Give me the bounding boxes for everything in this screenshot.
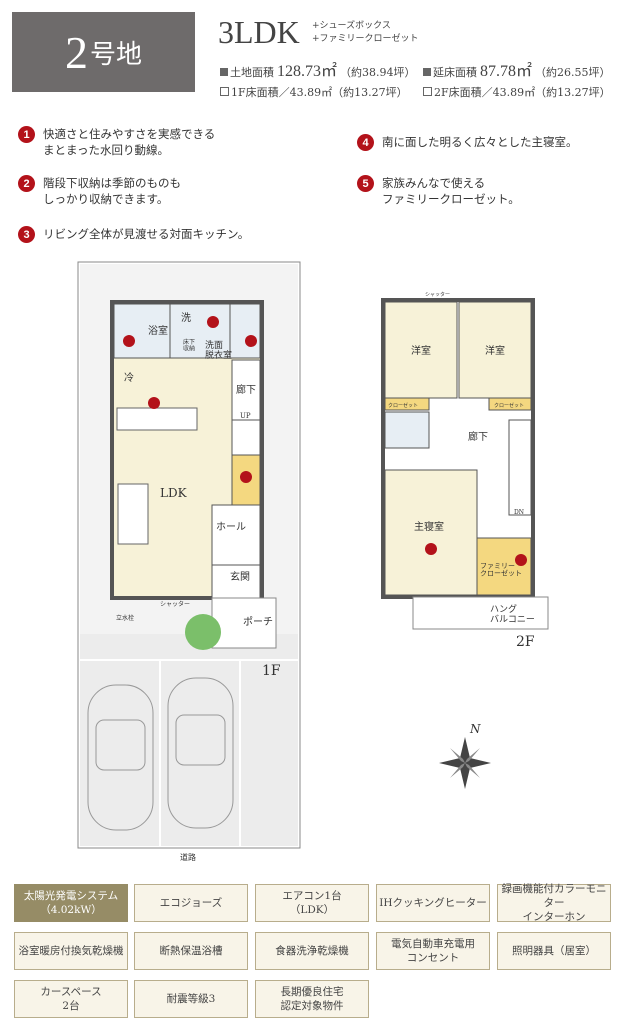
equipment-tag: 食器洗浄乾燥機 xyxy=(255,932,369,970)
room-entrance: 玄関 xyxy=(230,570,250,583)
master-bedroom xyxy=(384,469,478,596)
feature-text: リビング全体が見渡せる対面キッチン。 xyxy=(43,227,250,241)
equipment-tag: カースペース 2台 xyxy=(14,980,128,1018)
floor-area-label: 延床面積 xyxy=(433,66,477,79)
stairs-2f xyxy=(508,419,532,516)
room-hang-balcony: ハングバルコニー xyxy=(490,603,535,625)
floor1-label: 1F xyxy=(262,663,281,679)
land-area-tsubo: （約38.94坪） xyxy=(340,66,416,79)
room-bath: 浴室 xyxy=(148,324,168,337)
feature-item: 5 家族みんなで使える ファミリークローゼット。 xyxy=(357,175,520,207)
equipment-tag: 断熱保温浴槽 xyxy=(134,932,248,970)
western-room-2 xyxy=(458,301,532,399)
compass-north-label: N xyxy=(469,722,481,736)
compass-rose-icon: N xyxy=(439,722,491,789)
room-hall: 廊下 xyxy=(236,383,256,396)
porch-label: ポーチ xyxy=(243,616,273,628)
feature-text: 快適さと住みやすさを実感できる まとまった水回り動線。 xyxy=(43,127,216,157)
feature-item: 2 階段下収納は季節のものも しっかり収納できます。 xyxy=(18,175,181,207)
feature-item: 4 南に面した明るく広々とした主寝室。 xyxy=(357,134,578,151)
feature-item: 1 快適さと住みやすさを実感できる まとまった水回り動線。 xyxy=(18,126,215,158)
family-closet xyxy=(476,537,532,596)
room-wash: 洗 xyxy=(181,312,191,324)
road-label: 道路 xyxy=(180,852,196,862)
closet-1-label: クローゼット xyxy=(388,402,418,409)
room-ldk: LDK xyxy=(160,486,188,500)
western-room-1 xyxy=(384,301,458,399)
closet-2-label: クローゼット xyxy=(494,402,524,409)
toilet-room xyxy=(229,303,261,359)
room-master: 主寝室 xyxy=(414,520,444,533)
layout-extras: +シューズボックス +ファミリークローゼット xyxy=(312,20,419,46)
underfloor-storage-label: 床下収納 xyxy=(183,338,195,353)
equipment-tag: 太陽光発電システム （4.02kW） xyxy=(14,884,128,922)
floor-plan: 浴室 洗 洗面脱衣室 床下収納 冷 廊下 UP LDK ホール 玄関 ポーチ シ… xyxy=(77,261,549,862)
porch xyxy=(211,597,277,649)
room-hall-2f: 廊下 xyxy=(468,430,488,443)
feature-number-badge: 3 xyxy=(18,226,35,243)
land-area-label: 土地面積 xyxy=(230,66,274,79)
equipment-tag: 電気自動車充電用 コンセント xyxy=(376,932,490,970)
stairs xyxy=(231,419,261,461)
faucet-label: 立水栓 xyxy=(116,614,134,622)
feature-text: 階段下収納は季節のものも しっかり収納できます。 xyxy=(43,176,181,206)
parking-area xyxy=(80,634,298,846)
shutter-2f-label: シャッター xyxy=(425,291,450,298)
feature-text: 家族みんなで使える ファミリークローゼット。 xyxy=(382,176,520,206)
room-washroom: 洗面脱衣室 xyxy=(205,339,232,361)
car-icon xyxy=(87,677,234,831)
lot-suffix: 号地 xyxy=(89,39,142,70)
equipment-tag: IHクッキングヒーター xyxy=(376,884,490,922)
stairs-up-label: UP xyxy=(240,412,251,420)
room-western-1: 洋室 xyxy=(411,344,431,357)
equipment-tag: 録画機能付カラーモニター インターホン xyxy=(497,883,611,923)
sofa xyxy=(117,483,149,545)
room-hole: ホール xyxy=(216,521,246,533)
layout-type: 3LDK xyxy=(218,14,300,50)
equipment-tag: エコジョーズ xyxy=(134,884,248,922)
floor-area-value: 87.78㎡ xyxy=(480,63,533,80)
stairs-dn-label: DN xyxy=(514,509,524,516)
f1-area: 1F床面積／43.89㎡（約13.27坪） xyxy=(231,86,408,99)
equipment-tag: 浴室暖房付換気乾燥機 xyxy=(14,932,128,970)
extra-item: +シューズボックス xyxy=(312,21,391,31)
lot-number-badge: 2 号地 xyxy=(12,12,195,92)
equipment-tag: 照明器具（居室） xyxy=(497,932,611,970)
feature-item: 3 リビング全体が見渡せる対面キッチン。 xyxy=(18,226,249,243)
shutter-label: シャッター xyxy=(160,600,190,608)
feature-number-badge: 1 xyxy=(18,126,35,143)
f2-area: 2F床面積／43.89㎡（約13.27坪） xyxy=(434,86,611,99)
feature-number-badge: 2 xyxy=(18,175,35,192)
room-western-2: 洋室 xyxy=(485,344,505,357)
feature-number-badge: 4 xyxy=(357,134,374,151)
equipment-tag: エアコン1台 （LDK） xyxy=(255,884,369,922)
lot-number: 2 xyxy=(64,26,88,78)
toilet-2f xyxy=(384,411,430,449)
floor-area-tsubo: （約26.55坪） xyxy=(535,66,611,79)
hang-balcony xyxy=(412,596,549,630)
floor2-label: 2F xyxy=(516,634,535,650)
kitchen-counter xyxy=(116,407,198,431)
room-family-closet: ファミリークローゼット xyxy=(480,562,522,578)
tree-icon xyxy=(185,614,221,650)
feature-number-badge: 5 xyxy=(357,175,374,192)
extra-item: +ファミリークローゼット xyxy=(312,34,419,44)
equipment-tag: 長期優良住宅 認定対象物件 xyxy=(255,980,369,1018)
bath-room xyxy=(113,303,171,359)
fridge-label: 冷 xyxy=(124,371,134,384)
equipment-tag: 耐震等級3 xyxy=(134,980,248,1018)
wash-room xyxy=(169,303,231,359)
land-area-value: 128.73㎡ xyxy=(277,63,338,80)
feature-text: 南に面した明るく広々とした主寝室。 xyxy=(382,135,578,149)
